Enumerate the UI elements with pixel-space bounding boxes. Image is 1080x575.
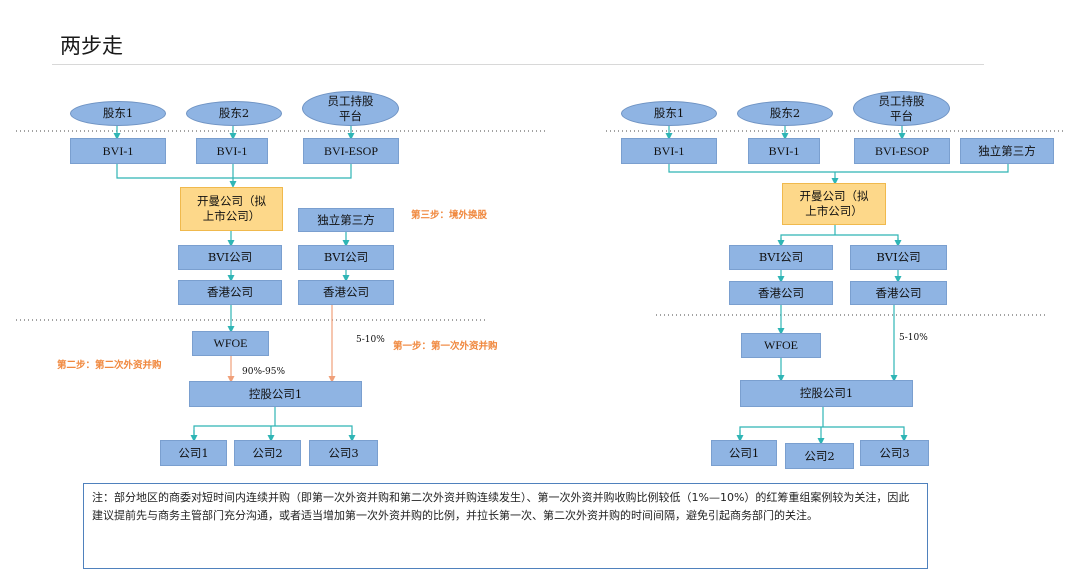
- hk-company-box: 香港公司: [178, 280, 282, 305]
- pct-90-95-label: 90%-95%: [242, 367, 286, 377]
- step-2-label: 第二步：第二次外资并购: [57, 360, 162, 371]
- esop-platform-oval: 员工持股平台: [853, 91, 950, 126]
- shareholder-1-oval: 股东1: [621, 101, 717, 126]
- cayman-company-box: 开曼公司（拟上市公司）: [782, 183, 886, 225]
- subsidiary-3-box: 公司3: [309, 440, 378, 466]
- note-box: 注：部分地区的商委对短时间内连续并购（即第一次外资并购和第二次外资并购连续发生）…: [83, 483, 928, 569]
- shareholder-2-oval: 股东2: [737, 101, 833, 126]
- wfoe-box: WFOE: [192, 331, 269, 356]
- subsidiary-2-box: 公司2: [785, 443, 854, 469]
- holding-company-box: 控股公司1: [189, 381, 362, 407]
- bvi-esop-box: BVI-ESOP: [854, 138, 950, 164]
- third-party-hk-box: 香港公司: [298, 280, 394, 305]
- hk-company-box: 香港公司: [850, 281, 947, 305]
- title-divider: [52, 64, 984, 65]
- pct-5-10-label: 5-10%: [899, 333, 928, 343]
- bvi-company-box: BVI公司: [178, 245, 282, 270]
- shareholder-1-oval: 股东1: [70, 101, 166, 126]
- left-acquisition-arrows: [227, 305, 336, 383]
- page-title: 两步走: [60, 34, 123, 58]
- bvi-company-box: BVI公司: [850, 245, 947, 270]
- independent-third-party-box: 独立第三方: [960, 138, 1054, 164]
- bvi-1-box: BVI-1: [748, 138, 820, 164]
- bvi-1-box: BVI-1: [70, 138, 166, 164]
- left-connectors: [113, 126, 356, 442]
- note-text: 注：部分地区的商委对短时间内连续并购（即第一次外资并购和第二次外资并购连续发生）…: [92, 491, 910, 522]
- esop-platform-oval: 员工持股平台: [302, 91, 399, 126]
- hk-company-box: 香港公司: [729, 281, 833, 305]
- third-party-bvi-box: BVI公司: [298, 245, 394, 270]
- bvi-esop-box: BVI-ESOP: [303, 138, 399, 164]
- subsidiary-1-box: 公司1: [711, 440, 777, 466]
- cayman-company-box: 开曼公司（拟上市公司）: [180, 187, 283, 231]
- shareholder-2-oval: 股东2: [186, 101, 282, 126]
- bvi-1-box: BVI-1: [196, 138, 268, 164]
- subsidiary-3-box: 公司3: [860, 440, 929, 466]
- independent-third-party-box: 独立第三方: [298, 208, 394, 232]
- step-1-label: 第一步：第一次外资并购: [393, 341, 498, 352]
- holding-company-box: 控股公司1: [740, 380, 913, 407]
- subsidiary-2-box: 公司2: [234, 440, 301, 466]
- bvi-company-box: BVI公司: [729, 245, 833, 270]
- bvi-1-box: BVI-1: [621, 138, 717, 164]
- dotted-separators: [16, 130, 1064, 321]
- right-connectors: [665, 126, 1009, 445]
- wfoe-box: WFOE: [741, 333, 821, 358]
- pct-5-10-label: 5-10%: [356, 335, 385, 345]
- subsidiary-1-box: 公司1: [160, 440, 227, 466]
- step-3-label: 第三步：境外换股: [411, 210, 488, 221]
